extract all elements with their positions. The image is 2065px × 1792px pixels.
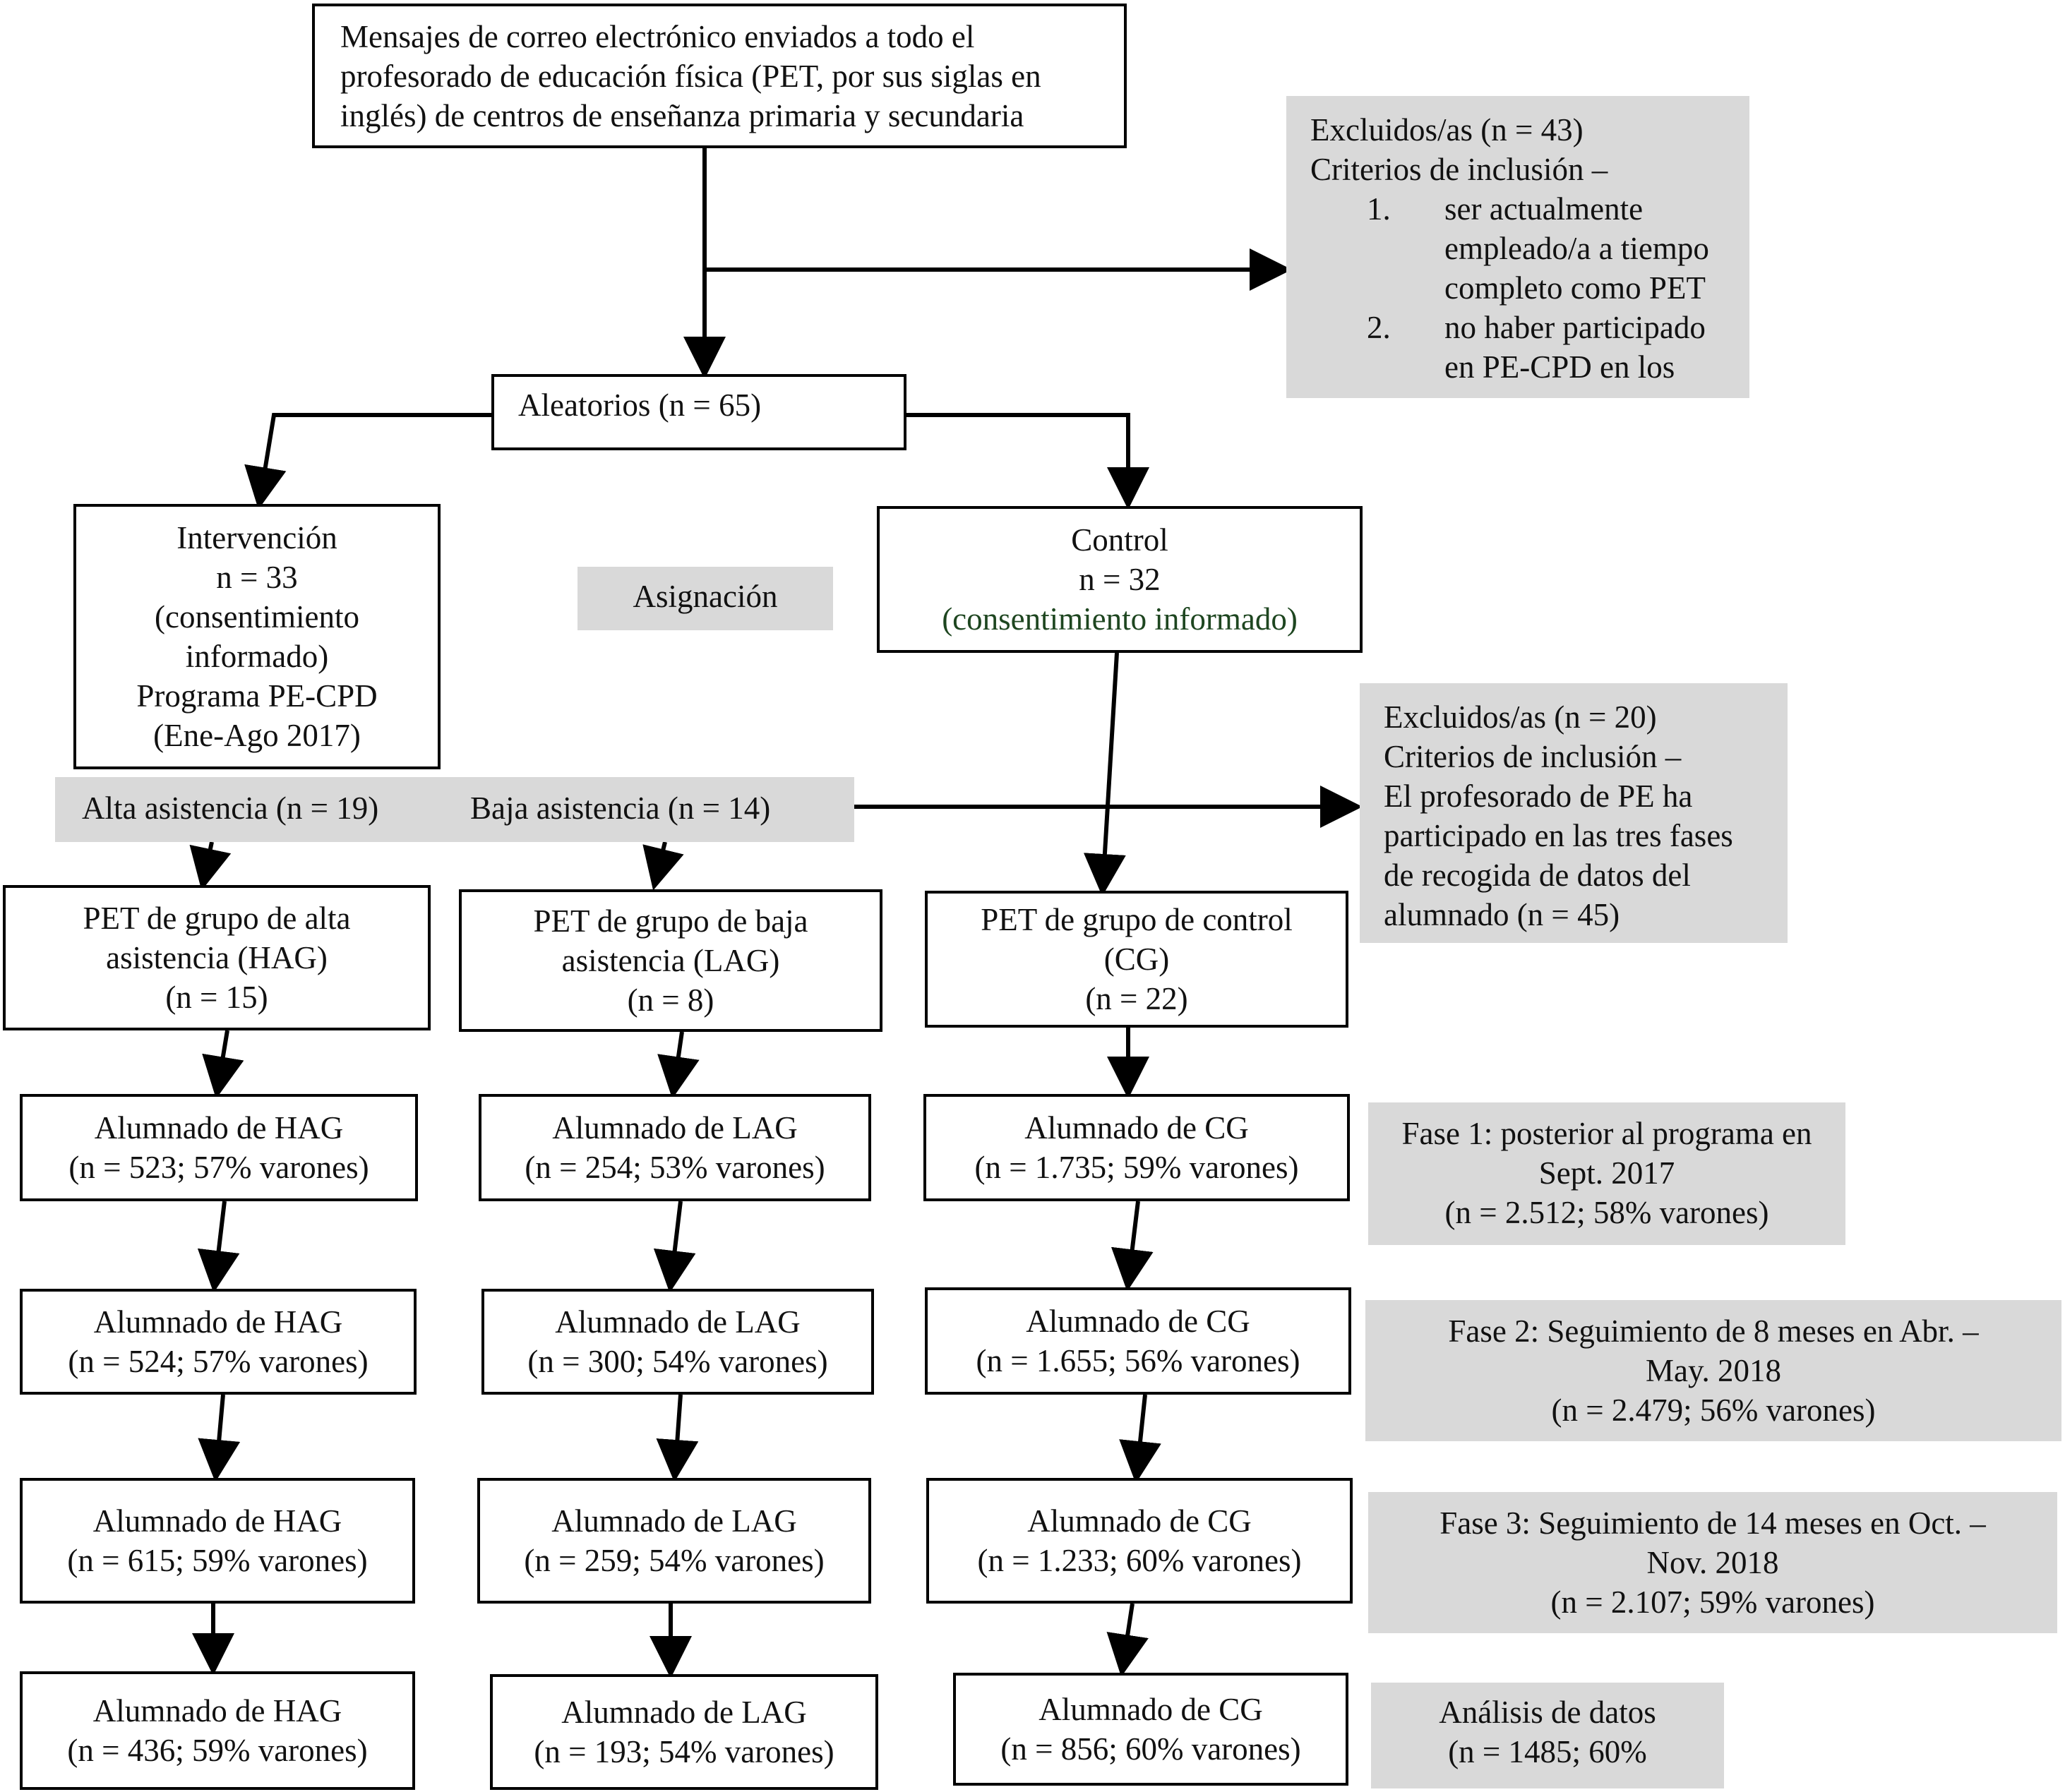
arrow-lag-f1-to-f2 — [653, 1201, 696, 1293]
criterion-number: 1. — [1367, 191, 1391, 227]
arrow-lag-f2-to-f3 — [656, 1394, 699, 1482]
students-text: Alumnado de LAG (n = 300; 54% varones) — [527, 1304, 828, 1379]
students-hag-phase-1: Alumnado de HAG (n = 523; 57% varones) — [20, 1094, 418, 1201]
students-text: Alumnado de CG (n = 1.233; 60% varones) — [977, 1503, 1302, 1578]
students-text: Alumnado de HAG (n = 524; 57% varones) — [68, 1304, 369, 1379]
students-cg-phase-1: Alumnado de CG (n = 1.735; 59% varones) — [923, 1094, 1350, 1201]
students-lag-phase-1: Alumnado de LAG (n = 254; 53% varones) — [479, 1094, 871, 1201]
attendance-bar: Alta asistencia (n = 19) Baja asistencia… — [55, 777, 854, 842]
phase-1-label: Fase 1: posterior al programa en Sept. 2… — [1401, 1116, 1812, 1230]
students-lag-analysis: Alumnado de LAG (n = 193; 54% varones) — [490, 1674, 878, 1790]
students-text: Alumnado de LAG (n = 259; 54% varones) — [524, 1503, 825, 1578]
arrow-low-to-lag — [642, 841, 684, 891]
students-text: Alumnado de HAG (n = 615; 59% varones) — [67, 1503, 368, 1578]
pet-lag-text: PET de grupo de baja asistencia (LAG) (n… — [533, 903, 808, 1018]
students-hag-phase-2: Alumnado de HAG (n = 524; 57% varones) — [20, 1289, 417, 1395]
students-text: Alumnado de CG (n = 1.655; 56% varones) — [976, 1304, 1300, 1378]
arrow-hag-pet-to-f1 — [202, 1030, 244, 1099]
phase-1-label-box: Fase 1: posterior al programa en Sept. 2… — [1368, 1102, 1845, 1245]
intervention-box: Intervención n = 33 (consentimiento info… — [73, 504, 441, 769]
students-text: Alumnado de HAG (n = 436; 59% varones) — [67, 1693, 368, 1768]
phase-2-label-box: Fase 2: Seguimiento de 8 meses en Abr. –… — [1365, 1300, 2061, 1441]
high-attendance-label: Alta asistencia (n = 19) — [82, 790, 379, 826]
pet-lag-box: PET de grupo de baja asistencia (LAG) (n… — [459, 889, 882, 1032]
criterion-number: 2. — [1367, 310, 1391, 345]
students-text: Alumnado de CG (n = 856; 60% varones) — [1000, 1692, 1301, 1767]
students-cg-phase-2: Alumnado de CG (n = 1.655; 56% varones) — [925, 1287, 1351, 1395]
arrow-random-to-intervention — [244, 413, 491, 510]
excluded-box-2: Excluidos/as (n = 20) Criterios de inclu… — [1360, 683, 1788, 943]
arrow-hag-f1-to-f2 — [197, 1201, 240, 1293]
students-cg-phase-3: Alumnado de CG (n = 1.233; 60% varones) — [926, 1478, 1353, 1604]
students-text: Alumnado de LAG (n = 193; 54% varones) — [534, 1695, 834, 1769]
phase-2-label: Fase 2: Seguimiento de 8 meses en Abr. –… — [1448, 1313, 1979, 1428]
arrow-cg-f2-to-f3 — [1119, 1394, 1161, 1484]
students-text: Alumnado de HAG (n = 523; 57% varones) — [68, 1110, 369, 1185]
excluded-1-criteria-list: 1. ser actualmente empleado/a a tiempo c… — [1310, 189, 1749, 387]
excluded-1-criterion: 2. no haber participado en PE-CPD en los — [1310, 308, 1749, 387]
students-lag-phase-2: Alumnado de LAG (n = 300; 54% varones) — [481, 1289, 874, 1395]
criterion-text: ser actualmente empleado/a a tiempo comp… — [1444, 191, 1709, 306]
randomized-box: Aleatorios (n = 65) — [491, 374, 906, 450]
excluded-box-1: Excluidos/as (n = 43) Criterios de inclu… — [1286, 96, 1749, 398]
students-text: Alumnado de LAG (n = 254; 53% varones) — [525, 1110, 825, 1185]
excluded-1-criteria-heading: Criterios de inclusión – — [1310, 152, 1608, 187]
students-text: Alumnado de CG (n = 1.735; 59% varones) — [974, 1110, 1299, 1185]
excluded-1-title: Excluidos/as (n = 43) — [1310, 112, 1584, 148]
arrow-random-to-control — [905, 413, 1149, 510]
control-box: Control n = 32 (consentimiento informado… — [877, 506, 1363, 653]
students-lag-phase-3: Alumnado de LAG (n = 259; 54% varones) — [477, 1478, 871, 1604]
email-invitation-text: Mensajes de correo electrónico enviados … — [340, 18, 1041, 133]
students-cg-analysis: Alumnado de CG (n = 856; 60% varones) — [953, 1673, 1348, 1786]
analysis-label: Análisis de datos (n = 1485; 60% — [1439, 1695, 1656, 1769]
phase-3-label: Fase 3: Seguimiento de 14 meses en Oct. … — [1439, 1505, 1986, 1620]
intervention-text: Intervención n = 33 (consentimiento info… — [136, 520, 378, 753]
arrow-high-to-hag — [189, 841, 232, 891]
students-hag-phase-3: Alumnado de HAG (n = 615; 59% varones) — [20, 1478, 415, 1604]
randomized-text: Aleatorios (n = 65) — [518, 387, 762, 423]
low-attendance-label: Baja asistencia (n = 14) — [470, 790, 771, 826]
pet-hag-text: PET de grupo de alta asistencia (HAG) (n… — [83, 901, 351, 1015]
control-title: Control — [1071, 522, 1168, 558]
analysis-label-box: Análisis de datos (n = 1485; 60% — [1371, 1683, 1724, 1788]
arrow-control-to-cg — [1083, 652, 1126, 896]
control-n: n = 32 — [1079, 562, 1161, 597]
excluded-1-criterion: 1. ser actualmente empleado/a a tiempo c… — [1310, 189, 1749, 308]
control-consent: (consentimiento informado) — [942, 601, 1298, 637]
excluded-2-text: Excluidos/as (n = 20) Criterios de inclu… — [1384, 699, 1733, 932]
criterion-text: no haber participado en PE-CPD en los — [1444, 310, 1706, 385]
pet-cg-text: PET de grupo de control (CG) (n = 22) — [981, 902, 1293, 1016]
allocation-label-box: Asignación — [577, 567, 833, 630]
email-invitation-box: Mensajes de correo electrónico enviados … — [312, 4, 1127, 148]
arrow-cg-f1-to-f2 — [1111, 1201, 1154, 1292]
allocation-label: Asignación — [633, 579, 778, 614]
students-hag-analysis: Alumnado de HAG (n = 436; 59% varones) — [20, 1671, 415, 1790]
pet-hag-box: PET de grupo de alta asistencia (HAG) (n… — [3, 885, 431, 1030]
arrow-hag-f2-to-f3 — [198, 1394, 241, 1482]
phase-3-label-box: Fase 3: Seguimiento de 14 meses en Oct. … — [1368, 1492, 2057, 1633]
arrow-lag-pet-to-f1 — [657, 1031, 700, 1099]
pet-cg-box: PET de grupo de control (CG) (n = 22) — [925, 891, 1348, 1028]
arrow-cg-f3-to-analysis — [1106, 1603, 1149, 1677]
